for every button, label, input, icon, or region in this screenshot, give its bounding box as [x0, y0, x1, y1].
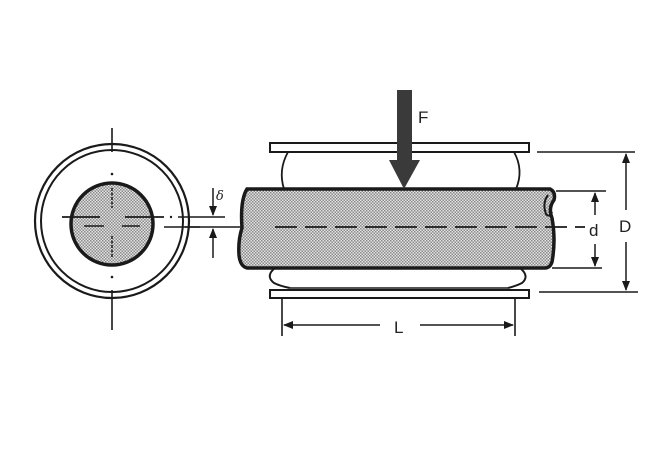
top-left-bulge	[280, 151, 289, 190]
deflection-dimension: δ	[209, 188, 224, 258]
length-dimension: L	[281, 298, 516, 337]
diameter-dimension: d	[552, 190, 606, 269]
end-view	[33, 128, 245, 330]
bottom-right-bulge	[507, 267, 527, 289]
height-label: D	[619, 217, 631, 236]
top-right-bulge	[513, 151, 521, 190]
bottom-plate	[269, 289, 530, 299]
force-arrow: F	[389, 90, 428, 189]
roller-body	[237, 187, 557, 270]
length-label: L	[394, 318, 403, 337]
roller-section	[69, 181, 155, 267]
diameter-label: d	[589, 221, 598, 240]
force-label: F	[418, 108, 428, 127]
deflection-label: δ	[216, 189, 224, 204]
bottom-left-bulge	[268, 267, 291, 289]
height-dimension: D	[537, 151, 638, 293]
